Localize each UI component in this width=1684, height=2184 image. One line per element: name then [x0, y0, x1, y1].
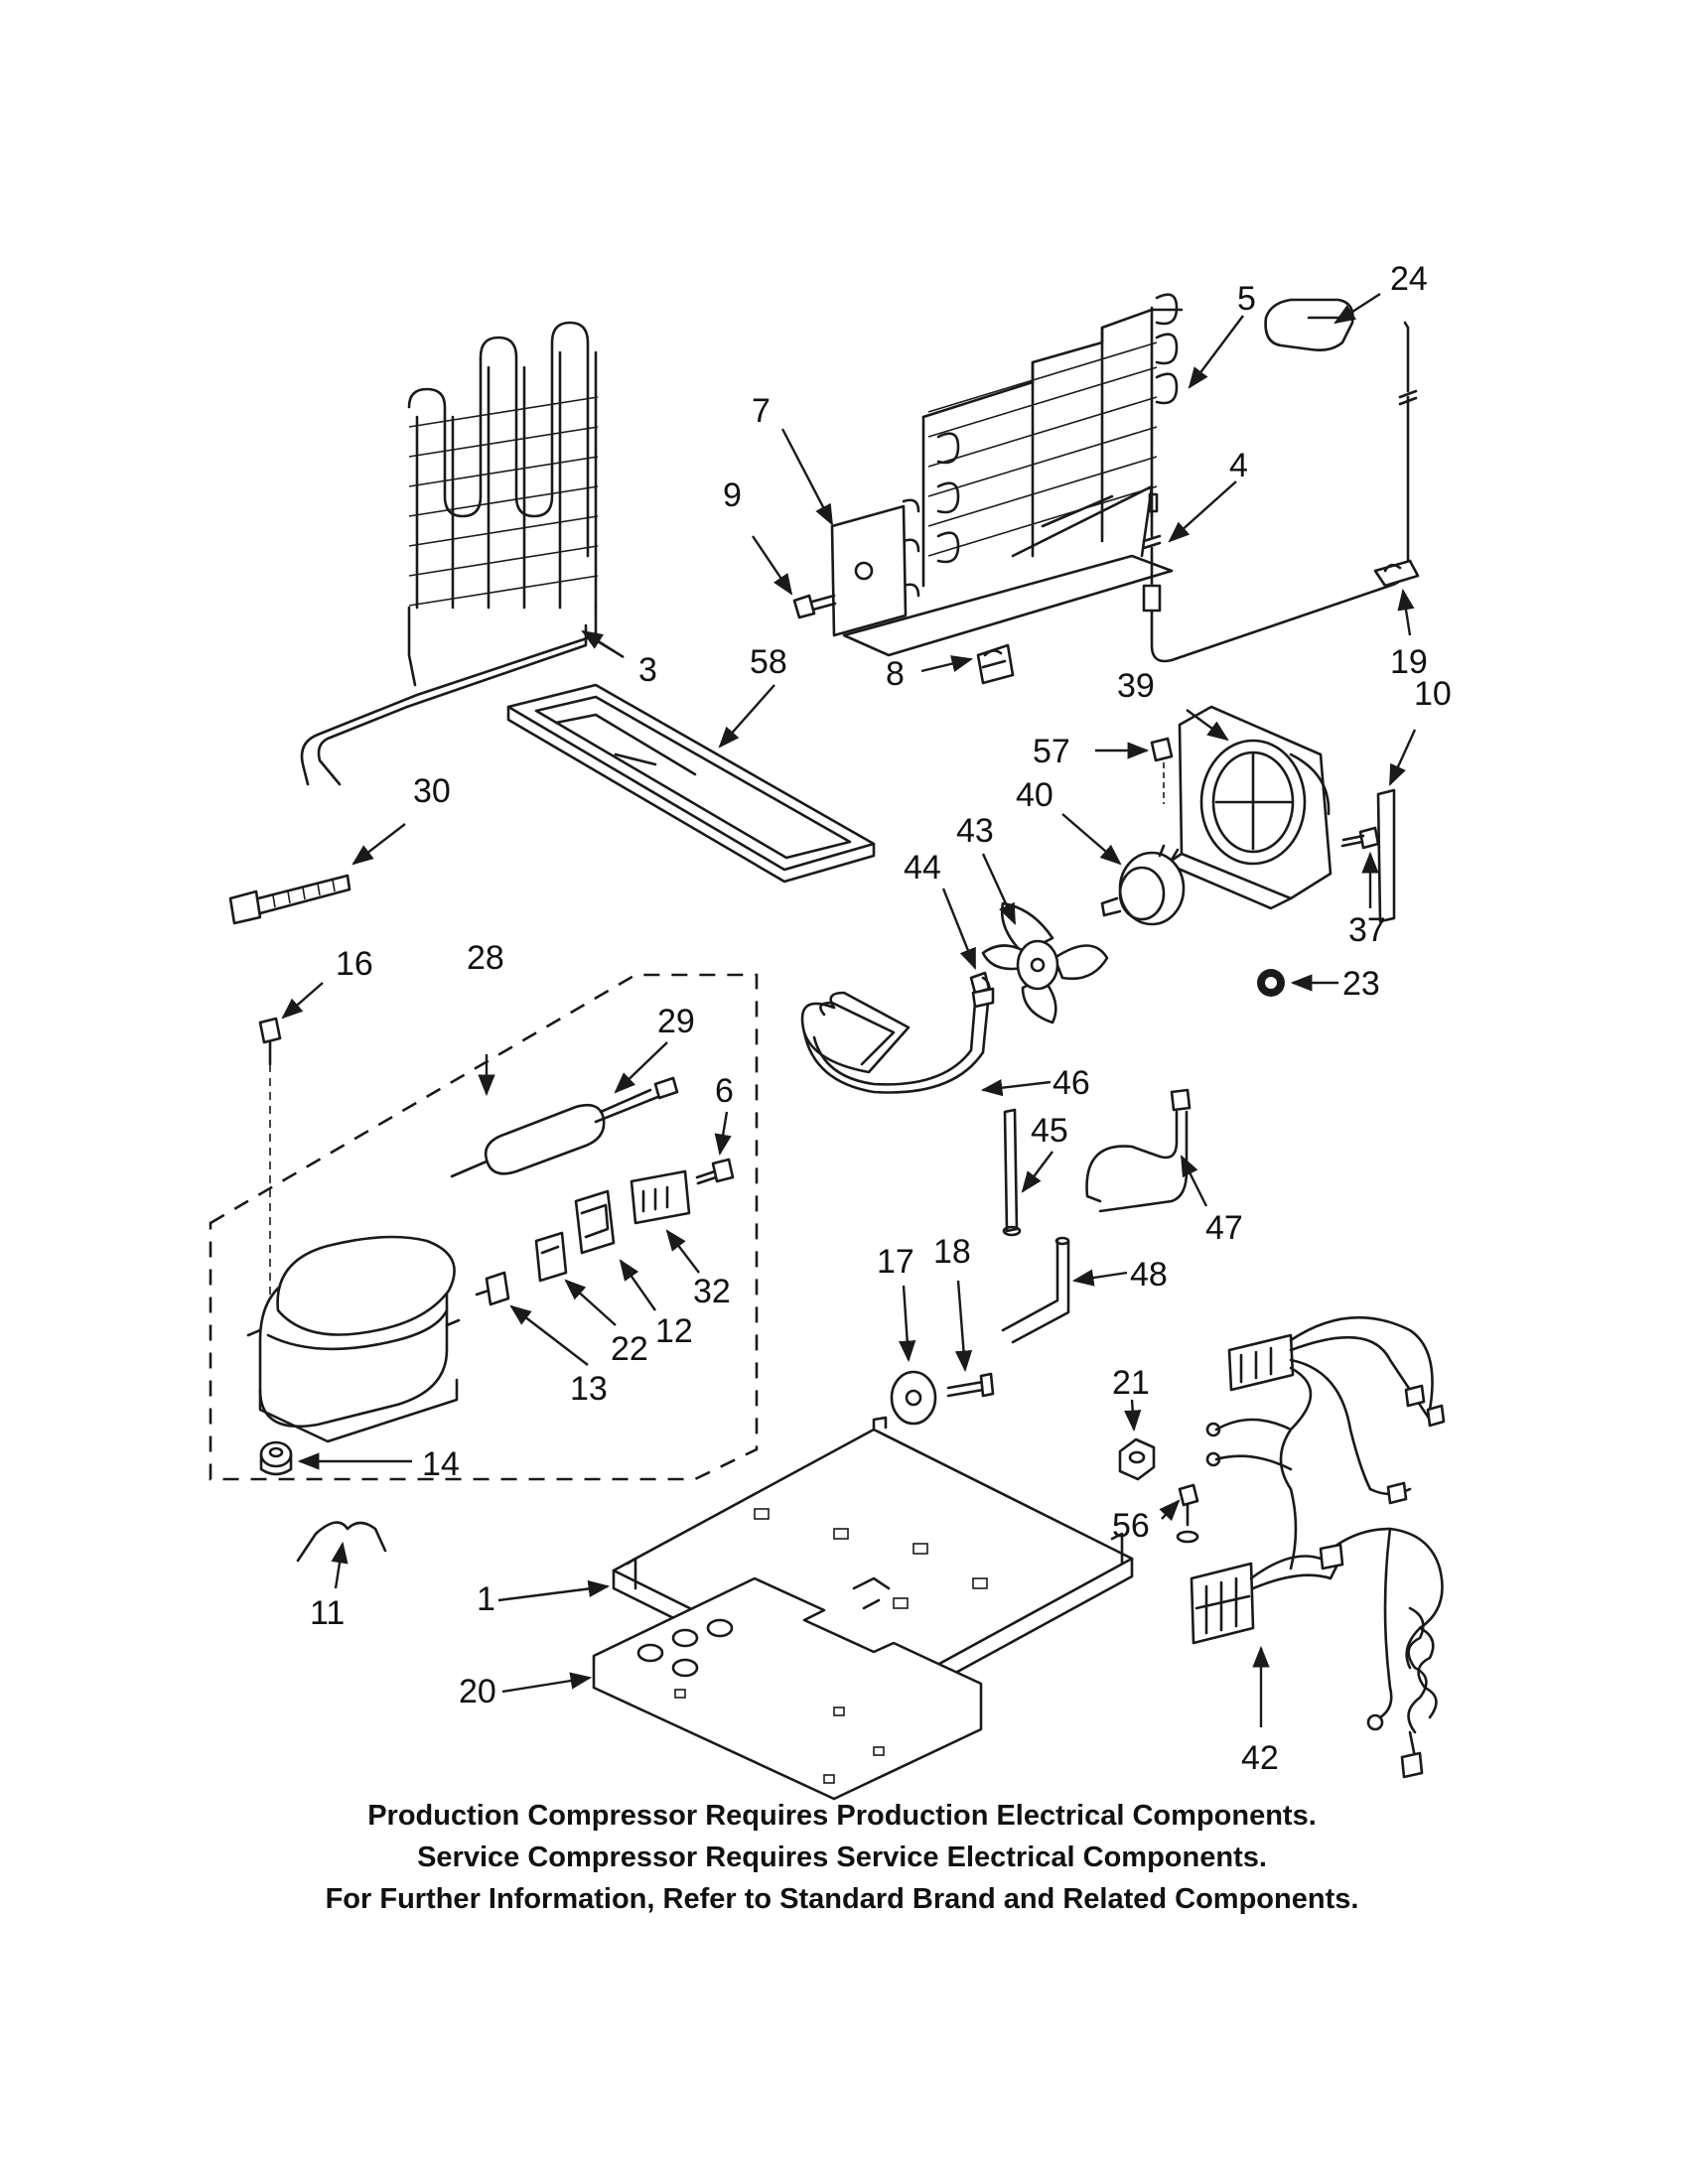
screw-37-part: [1340, 826, 1380, 850]
fan-motor-part: [1100, 844, 1186, 926]
foam-block-part: [1264, 298, 1354, 351]
callout-10: 10: [1414, 675, 1452, 713]
callout-45: 45: [1031, 1112, 1068, 1150]
callout-23: 23: [1342, 965, 1380, 1003]
callout-19: 19: [1390, 643, 1428, 681]
wire-clip-part: [296, 1521, 387, 1563]
nut-21-part: [1118, 1437, 1156, 1481]
callout-30: 30: [413, 772, 451, 810]
screw-56-part: [1176, 1483, 1199, 1544]
wire-harness-part: [1190, 1315, 1446, 1779]
callout-8: 8: [886, 655, 905, 693]
callout-6: 6: [715, 1072, 734, 1110]
cable-tie-part: [228, 874, 351, 925]
roller-wheel-part: [890, 1370, 937, 1426]
callout-13: 13: [570, 1370, 608, 1408]
callout-17: 17: [877, 1243, 914, 1281]
callout-18: 18: [933, 1233, 971, 1271]
relay-cover-part: [630, 1169, 691, 1225]
callout-11: 11: [310, 1594, 345, 1632]
screw-6-part: [695, 1158, 735, 1185]
axle-pin-part: [946, 1372, 995, 1398]
grommet-14-part: [259, 1440, 293, 1476]
note-service: Service Compressor Requires Service Elec…: [417, 1842, 1267, 1873]
fan-shroud-part: [1165, 705, 1333, 910]
gasket-strip-part: [1376, 788, 1396, 923]
base-plate-part: [592, 1576, 983, 1801]
callout-24: 24: [1390, 260, 1428, 298]
clip-8-part: [976, 643, 1015, 685]
callout-29: 29: [657, 1003, 695, 1040]
sensor-wire-part: [1142, 321, 1418, 663]
evaporator-part: [842, 293, 1184, 657]
callout-3: 3: [638, 651, 657, 689]
evaporator-bracket-part: [830, 504, 908, 637]
note-further-info: For Further Information, Refer to Standa…: [325, 1883, 1359, 1915]
drain-tube-part: [800, 976, 995, 1094]
callout-5: 5: [1237, 280, 1256, 318]
callout-16: 16: [336, 945, 373, 983]
callout-48: 48: [1130, 1256, 1168, 1294]
callout-47: 47: [1205, 1209, 1243, 1247]
bent-tube-part: [1001, 1236, 1070, 1344]
callout-57: 57: [1033, 733, 1070, 770]
compressor-part: [246, 1235, 461, 1443]
sensor-clip-part: [1373, 559, 1420, 588]
callout-43: 43: [956, 812, 994, 850]
drain-stem-part: [1002, 1108, 1022, 1237]
relay-part: [574, 1189, 616, 1255]
terminal-13-part: [475, 1271, 510, 1306]
callout-44: 44: [904, 849, 941, 887]
condenser-coil-part: [300, 321, 599, 786]
callout-28: 28: [467, 939, 504, 977]
note-production: Production Compressor Requires Productio…: [367, 1800, 1317, 1832]
callout-39: 39: [1117, 667, 1155, 705]
notes-block: Production Compressor Requires Productio…: [0, 1795, 1684, 1920]
callout-32: 32: [693, 1273, 731, 1310]
compressor-kit-boundary: [209, 973, 759, 1481]
callout-56: 56: [1112, 1507, 1150, 1545]
tube-47-part: [1085, 1088, 1192, 1213]
grommet-23-part: [1257, 969, 1285, 997]
capacitor-29-part: [450, 1076, 679, 1178]
callout-40: 40: [1016, 776, 1053, 814]
callout-7: 7: [752, 392, 771, 430]
callout-14: 14: [422, 1445, 460, 1483]
callout-42: 42: [1241, 1739, 1279, 1777]
callout-4: 4: [1229, 447, 1248, 484]
drain-pan-part: [506, 683, 876, 884]
callout-9: 9: [723, 477, 742, 514]
callout-46: 46: [1052, 1064, 1090, 1102]
callout-21: 21: [1112, 1364, 1150, 1402]
callout-58: 58: [750, 643, 787, 681]
callout-1: 1: [477, 1580, 495, 1618]
overload-part: [534, 1231, 568, 1283]
callout-12: 12: [655, 1312, 693, 1350]
callout-20: 20: [459, 1673, 496, 1710]
screw-9-part: [792, 594, 837, 619]
callout-37: 37: [1348, 911, 1386, 949]
callout-22: 22: [611, 1330, 648, 1368]
fan-blade-part: [981, 901, 1109, 1024]
screw-57-part: [1150, 737, 1174, 804]
